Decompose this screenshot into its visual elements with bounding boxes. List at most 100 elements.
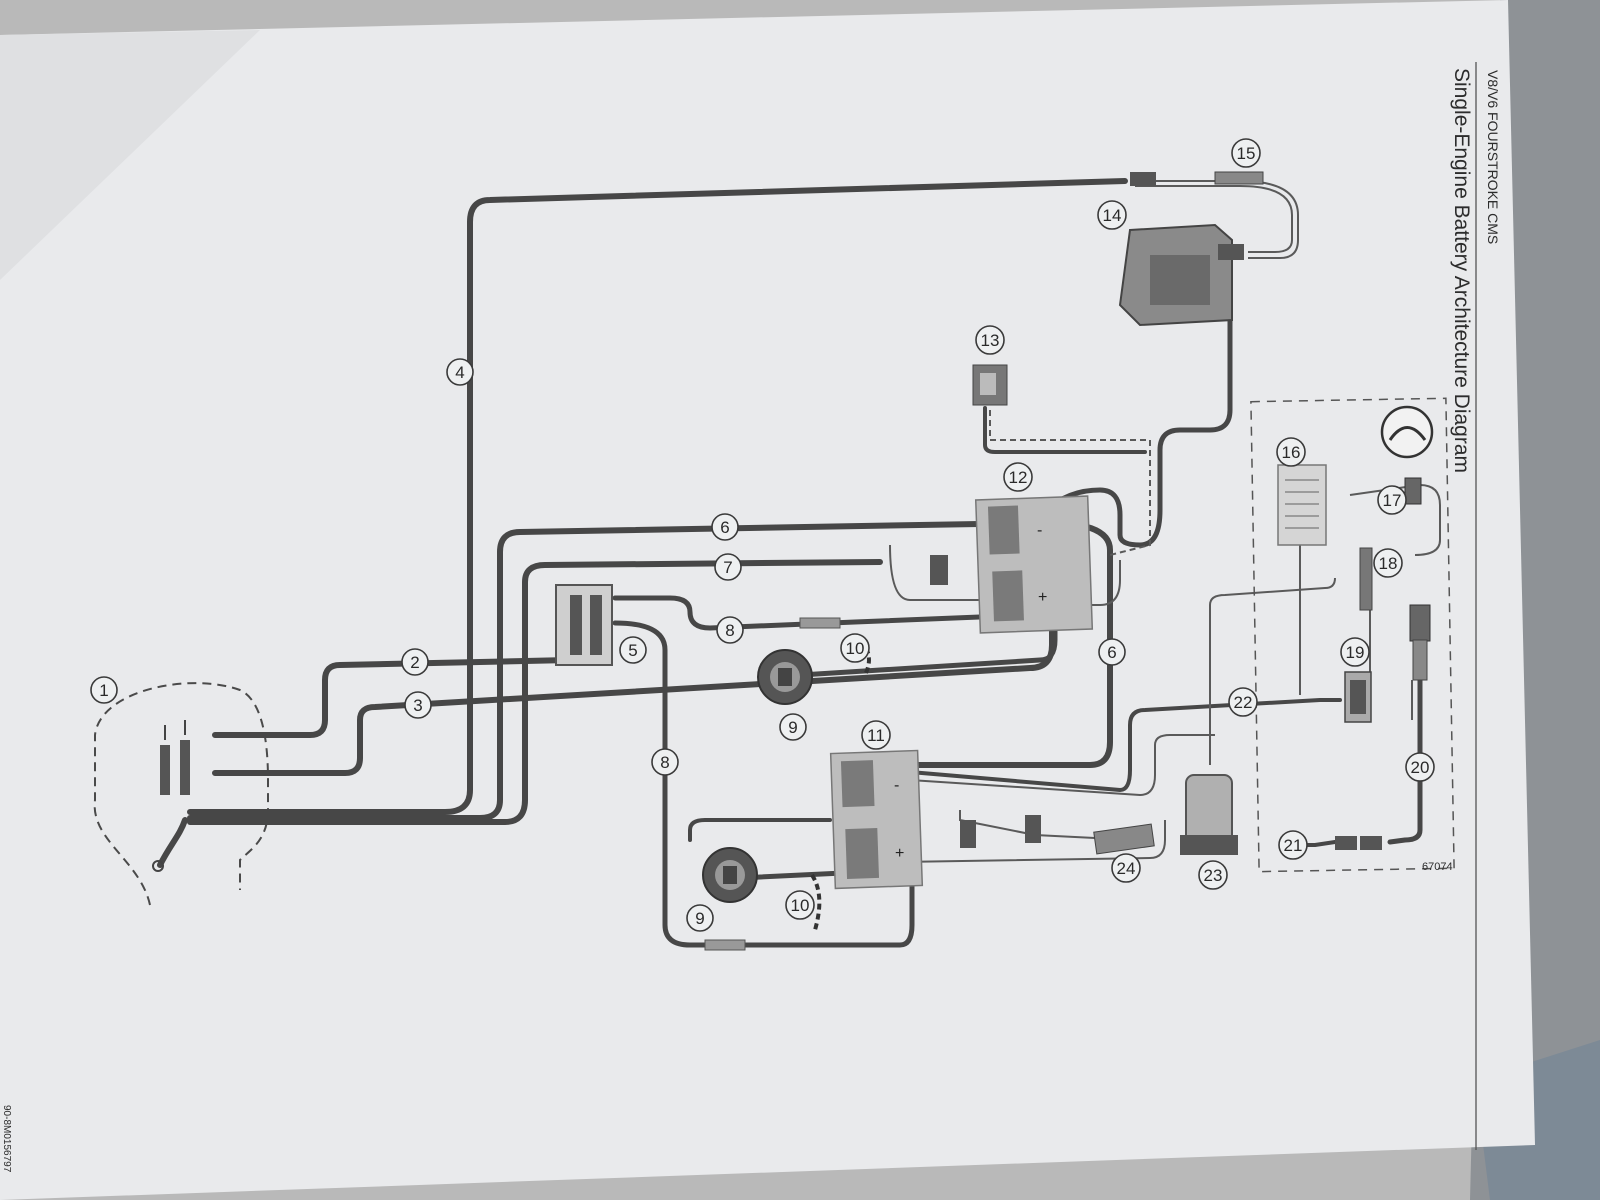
wire-15b [1135, 185, 1293, 253]
engine-fuse-holder [160, 745, 170, 795]
bilge-pump-23 [1180, 774, 1238, 855]
callout-6: 6 [1098, 638, 1126, 666]
callout-15: 15 [1231, 138, 1261, 168]
wire-switch-top [782, 609, 1058, 679]
svg-text:15: 15 [1237, 144, 1256, 163]
svg-text:14: 14 [1103, 206, 1122, 225]
accessory-line-c [899, 820, 1166, 863]
callout-7: 7 [714, 553, 742, 581]
callout-9: 9 [686, 904, 714, 932]
battery-11: - + [829, 749, 924, 890]
callout-layer: 1 2 3 4 5 6 6 7 8 8 9 9 10 10 11 12 13 1… [90, 138, 1435, 932]
svg-text:1: 1 [99, 681, 108, 700]
engine-connectors [152, 720, 190, 872]
svg-text:11: 11 [867, 726, 885, 745]
page-header: V8/V6 FOURSTROKE CMS Single-Engine Batte… [1450, 62, 1501, 1150]
callout-8: 8 [651, 748, 679, 776]
wire-20 [1387, 677, 1423, 845]
callout-8: 8 [716, 616, 744, 644]
accessory-line-h [1349, 483, 1441, 556]
bus-bar-19 [1344, 671, 1372, 723]
svg-text:10: 10 [791, 896, 810, 915]
svg-text:7: 7 [723, 558, 732, 577]
callout-23: 23 [1198, 860, 1228, 890]
battery-12: - + [974, 495, 1094, 634]
battery-switch-9-top [757, 649, 813, 705]
battery-12-negative: - [1037, 522, 1042, 539]
svg-text:6: 6 [1107, 643, 1116, 662]
callout-6: 6 [711, 513, 739, 541]
control-module-14 [1118, 223, 1233, 327]
svg-text:9: 9 [695, 909, 704, 928]
battery-switch-9-bottom [702, 847, 758, 903]
wire-4 [187, 178, 1128, 815]
wire-switch-lower-b [688, 818, 832, 842]
accessory-panel-outline [1250, 397, 1455, 873]
wire-7 [187, 559, 883, 825]
relay-13 [972, 364, 1008, 406]
svg-text:6: 6 [720, 518, 729, 537]
svg-text:10: 10 [846, 639, 865, 658]
engine-ground-lead [157, 817, 188, 868]
svg-text:9: 9 [788, 718, 797, 737]
manual-page [0, 0, 1535, 1200]
wire-2 [212, 657, 573, 738]
section-label: V8/V6 FOURSTROKE CMS [1485, 70, 1501, 244]
callout-10: 10 [840, 633, 870, 663]
svg-text:20: 20 [1411, 758, 1430, 777]
callout-1: 1 [90, 676, 118, 704]
accessory-line-a [1030, 560, 1121, 606]
small-relays [930, 555, 1041, 848]
callout-17: 17 [1377, 485, 1407, 515]
callout-24: 24 [1111, 853, 1141, 883]
callout-3: 3 [404, 691, 432, 719]
callout-14: 14 [1097, 200, 1127, 230]
engine-fuse-holder [180, 740, 190, 795]
callout-20: 20 [1405, 752, 1435, 782]
callout-11: 11 [861, 720, 891, 750]
wire-22b [909, 734, 1215, 797]
battery-12-positive: + [1038, 589, 1047, 606]
svg-text:3: 3 [413, 696, 422, 715]
wire-8-lower [612, 620, 915, 948]
svg-text:24: 24 [1117, 859, 1136, 878]
svg-text:18: 18 [1379, 554, 1398, 573]
svg-text:17: 17 [1383, 491, 1402, 510]
harness-dashed-a [989, 410, 1151, 556]
fuse-block-16 [1277, 464, 1327, 546]
callout-19: 19 [1340, 637, 1370, 667]
svg-text:21: 21 [1284, 836, 1303, 855]
svg-text:12: 12 [1009, 468, 1028, 487]
callout-21: 21 [1278, 830, 1308, 860]
svg-text:2: 2 [410, 653, 419, 672]
connector-21 [1335, 836, 1382, 850]
callout-13: 13 [975, 325, 1005, 355]
callout-12: 12 [1003, 462, 1033, 492]
callout-16: 16 [1276, 437, 1306, 467]
accessory-line-b [889, 544, 1030, 601]
svg-text:8: 8 [660, 753, 669, 772]
bus-bar-5 [555, 584, 613, 666]
callout-4: 4 [446, 358, 474, 386]
engine-outline [93, 682, 269, 906]
callout-5: 5 [619, 636, 647, 664]
accessory-line-e [1209, 577, 1336, 765]
wiring [187, 178, 1441, 948]
battery-11-negative: - [894, 777, 899, 794]
terminal-strip-18 [1359, 547, 1373, 611]
diagram-title: Single-Engine Battery Architecture Diagr… [1450, 68, 1473, 473]
svg-text:8: 8 [725, 621, 734, 640]
wire-22 [908, 698, 1342, 792]
callout-22: 22 [1228, 687, 1258, 717]
gauge-17 [1380, 405, 1434, 505]
svg-text:13: 13 [981, 331, 1000, 350]
wire-8-top [612, 595, 1033, 631]
svg-text:22: 22 [1234, 693, 1253, 712]
svg-text:4: 4 [455, 363, 464, 382]
document-code: 90-8M0156797 [1, 1105, 12, 1173]
wire-to-14 [1032, 262, 1233, 548]
switch-20-device [1409, 604, 1431, 681]
callout-18: 18 [1373, 548, 1403, 578]
callout-2: 2 [401, 648, 429, 676]
